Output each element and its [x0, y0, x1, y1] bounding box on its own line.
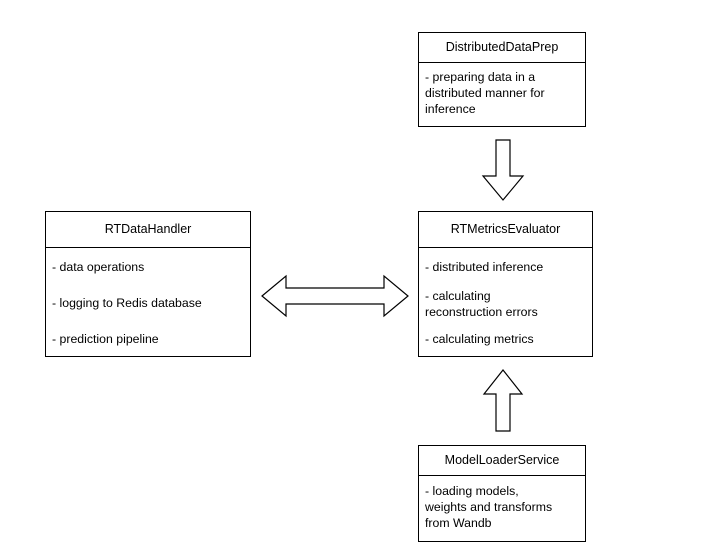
rt-data-handler-item-1: - data operations — [52, 260, 145, 274]
rt-metrics-evaluator-box[interactable]: RTMetricsEvaluator - distributed inferen… — [418, 211, 593, 357]
model-loader-service-body: - loading models, weights and transforms… — [425, 483, 581, 539]
distributed-data-prep-item: - preparing data in a distributed manner… — [425, 70, 545, 116]
down-arrow — [481, 139, 525, 201]
distributed-data-prep-body: - preparing data in a distributed manner… — [425, 69, 581, 124]
rt-metrics-evaluator-item-1: - distributed inference — [425, 260, 544, 274]
up-arrow — [482, 369, 524, 432]
rt-data-handler-item-3: - prediction pipeline — [52, 332, 159, 346]
rt-data-handler-box[interactable]: RTDataHandler - data operations - loggin… — [45, 211, 251, 357]
model-loader-service-item: - loading models, weights and transforms… — [425, 484, 553, 530]
rt-metrics-evaluator-body: - distributed inference - calculating re… — [425, 248, 588, 354]
rt-data-handler-title: RTDataHandler — [46, 212, 250, 248]
model-loader-service-box[interactable]: ModelLoaderService - loading models, wei… — [418, 445, 586, 542]
rt-metrics-evaluator-item-2: - calculating reconstruction errors — [425, 289, 538, 319]
double-headed-arrow — [261, 274, 409, 318]
rt-data-handler-item-2: - logging to Redis database — [52, 296, 202, 310]
distributed-data-prep-title: DistributedDataPrep — [419, 33, 585, 63]
distributed-data-prep-box[interactable]: DistributedDataPrep - preparing data in … — [418, 32, 586, 127]
rt-metrics-evaluator-item-3: - calculating metrics — [425, 332, 534, 346]
rt-data-handler-body: - data operations - logging to Redis dat… — [52, 248, 246, 354]
rt-metrics-evaluator-title: RTMetricsEvaluator — [419, 212, 592, 248]
model-loader-service-title: ModelLoaderService — [419, 446, 585, 476]
